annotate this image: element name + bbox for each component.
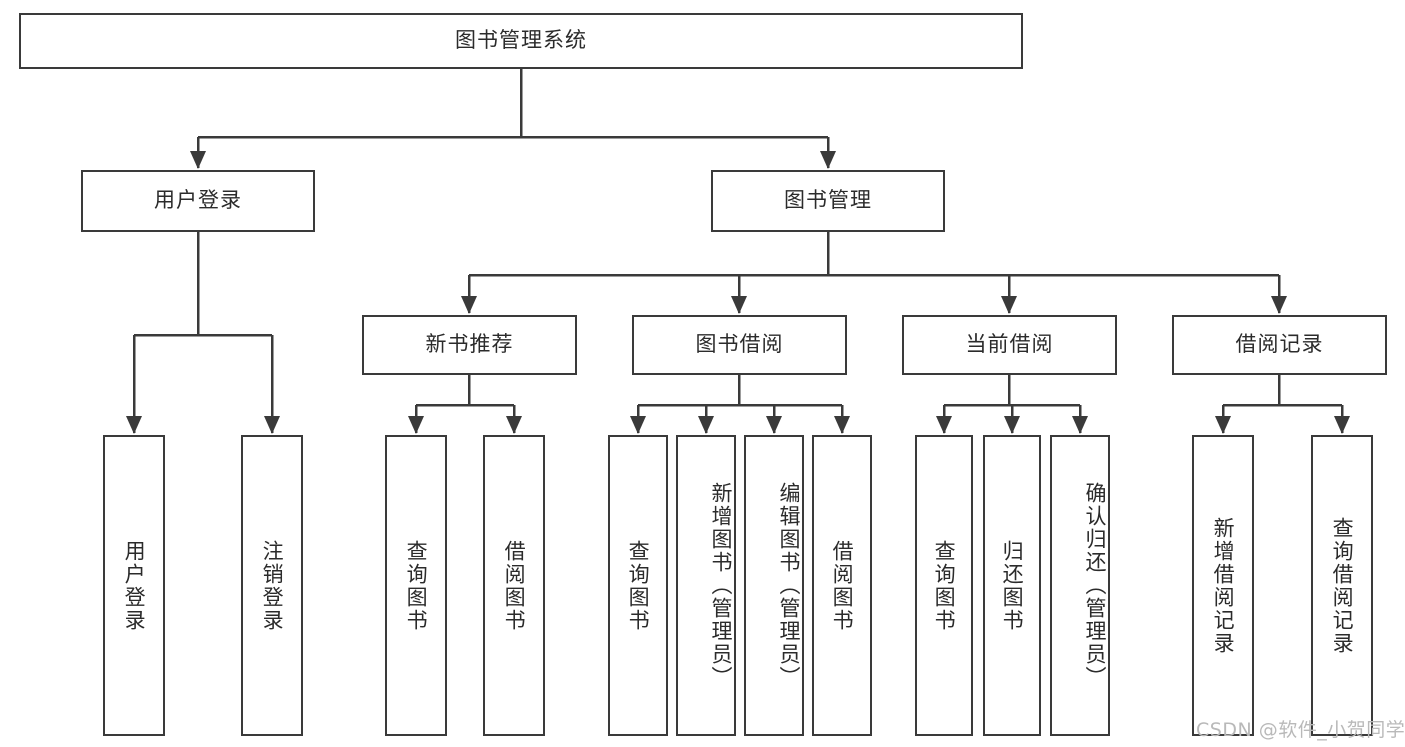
node-book-manage: 图书管理 bbox=[711, 170, 945, 232]
node-label: 注销登录 bbox=[260, 539, 285, 632]
node-label: 查询图书 bbox=[932, 539, 957, 632]
node-leaf-return-book: 归还图书 bbox=[983, 435, 1041, 736]
node-leaf-user-logout: 注销登录 bbox=[241, 435, 303, 736]
node-user-login: 用户登录 bbox=[81, 170, 315, 232]
node-leaf-add-record: 新增借阅记录 bbox=[1192, 435, 1254, 736]
node-label: 图书借阅 bbox=[695, 332, 784, 357]
node-label: 图书管理系统 bbox=[455, 28, 587, 53]
node-label: 新增图书（管理员） bbox=[709, 482, 733, 689]
node-label: 归还图书 bbox=[1000, 539, 1025, 632]
node-label: 用户登录 bbox=[154, 188, 242, 213]
node-label: 查询图书 bbox=[626, 539, 651, 632]
node-leaf-edit-book: 编辑图书（管理员） bbox=[744, 435, 804, 736]
node-label: 借阅图书 bbox=[830, 539, 855, 632]
node-leaf-confirm-return: 确认归还（管理员） bbox=[1050, 435, 1110, 736]
node-label: 确认归还（管理员） bbox=[1083, 482, 1107, 689]
node-label: 编辑图书（管理员） bbox=[777, 482, 801, 689]
node-leaf-query-book-2: 查询图书 bbox=[608, 435, 668, 736]
node-leaf-add-book: 新增图书（管理员） bbox=[676, 435, 736, 736]
node-borrow-record: 借阅记录 bbox=[1172, 315, 1387, 375]
node-label: 当前借阅 bbox=[965, 332, 1054, 357]
node-label: 借阅图书 bbox=[502, 539, 527, 632]
node-label: 图书管理 bbox=[784, 188, 872, 213]
watermark-label: CSDN @软件_小贺同学 bbox=[1196, 719, 1405, 741]
node-book-borrow: 图书借阅 bbox=[632, 315, 847, 375]
node-label: 查询图书 bbox=[404, 539, 429, 632]
node-label: 查询借阅记录 bbox=[1330, 516, 1355, 655]
node-leaf-borrow-book-2: 借阅图书 bbox=[812, 435, 872, 736]
node-label: 用户登录 bbox=[122, 539, 147, 632]
node-current-borrow: 当前借阅 bbox=[902, 315, 1117, 375]
node-leaf-user-login: 用户登录 bbox=[103, 435, 165, 736]
node-new-book-recommend: 新书推荐 bbox=[362, 315, 577, 375]
node-label: 新书推荐 bbox=[425, 332, 514, 357]
node-leaf-borrow-book-1: 借阅图书 bbox=[483, 435, 545, 736]
node-label: 新增借阅记录 bbox=[1211, 516, 1236, 655]
node-leaf-query-book-3: 查询图书 bbox=[915, 435, 973, 736]
node-root: 图书管理系统 bbox=[19, 13, 1023, 69]
node-leaf-query-book-1: 查询图书 bbox=[385, 435, 447, 736]
node-label: 借阅记录 bbox=[1235, 332, 1324, 357]
node-leaf-query-record: 查询借阅记录 bbox=[1311, 435, 1373, 736]
